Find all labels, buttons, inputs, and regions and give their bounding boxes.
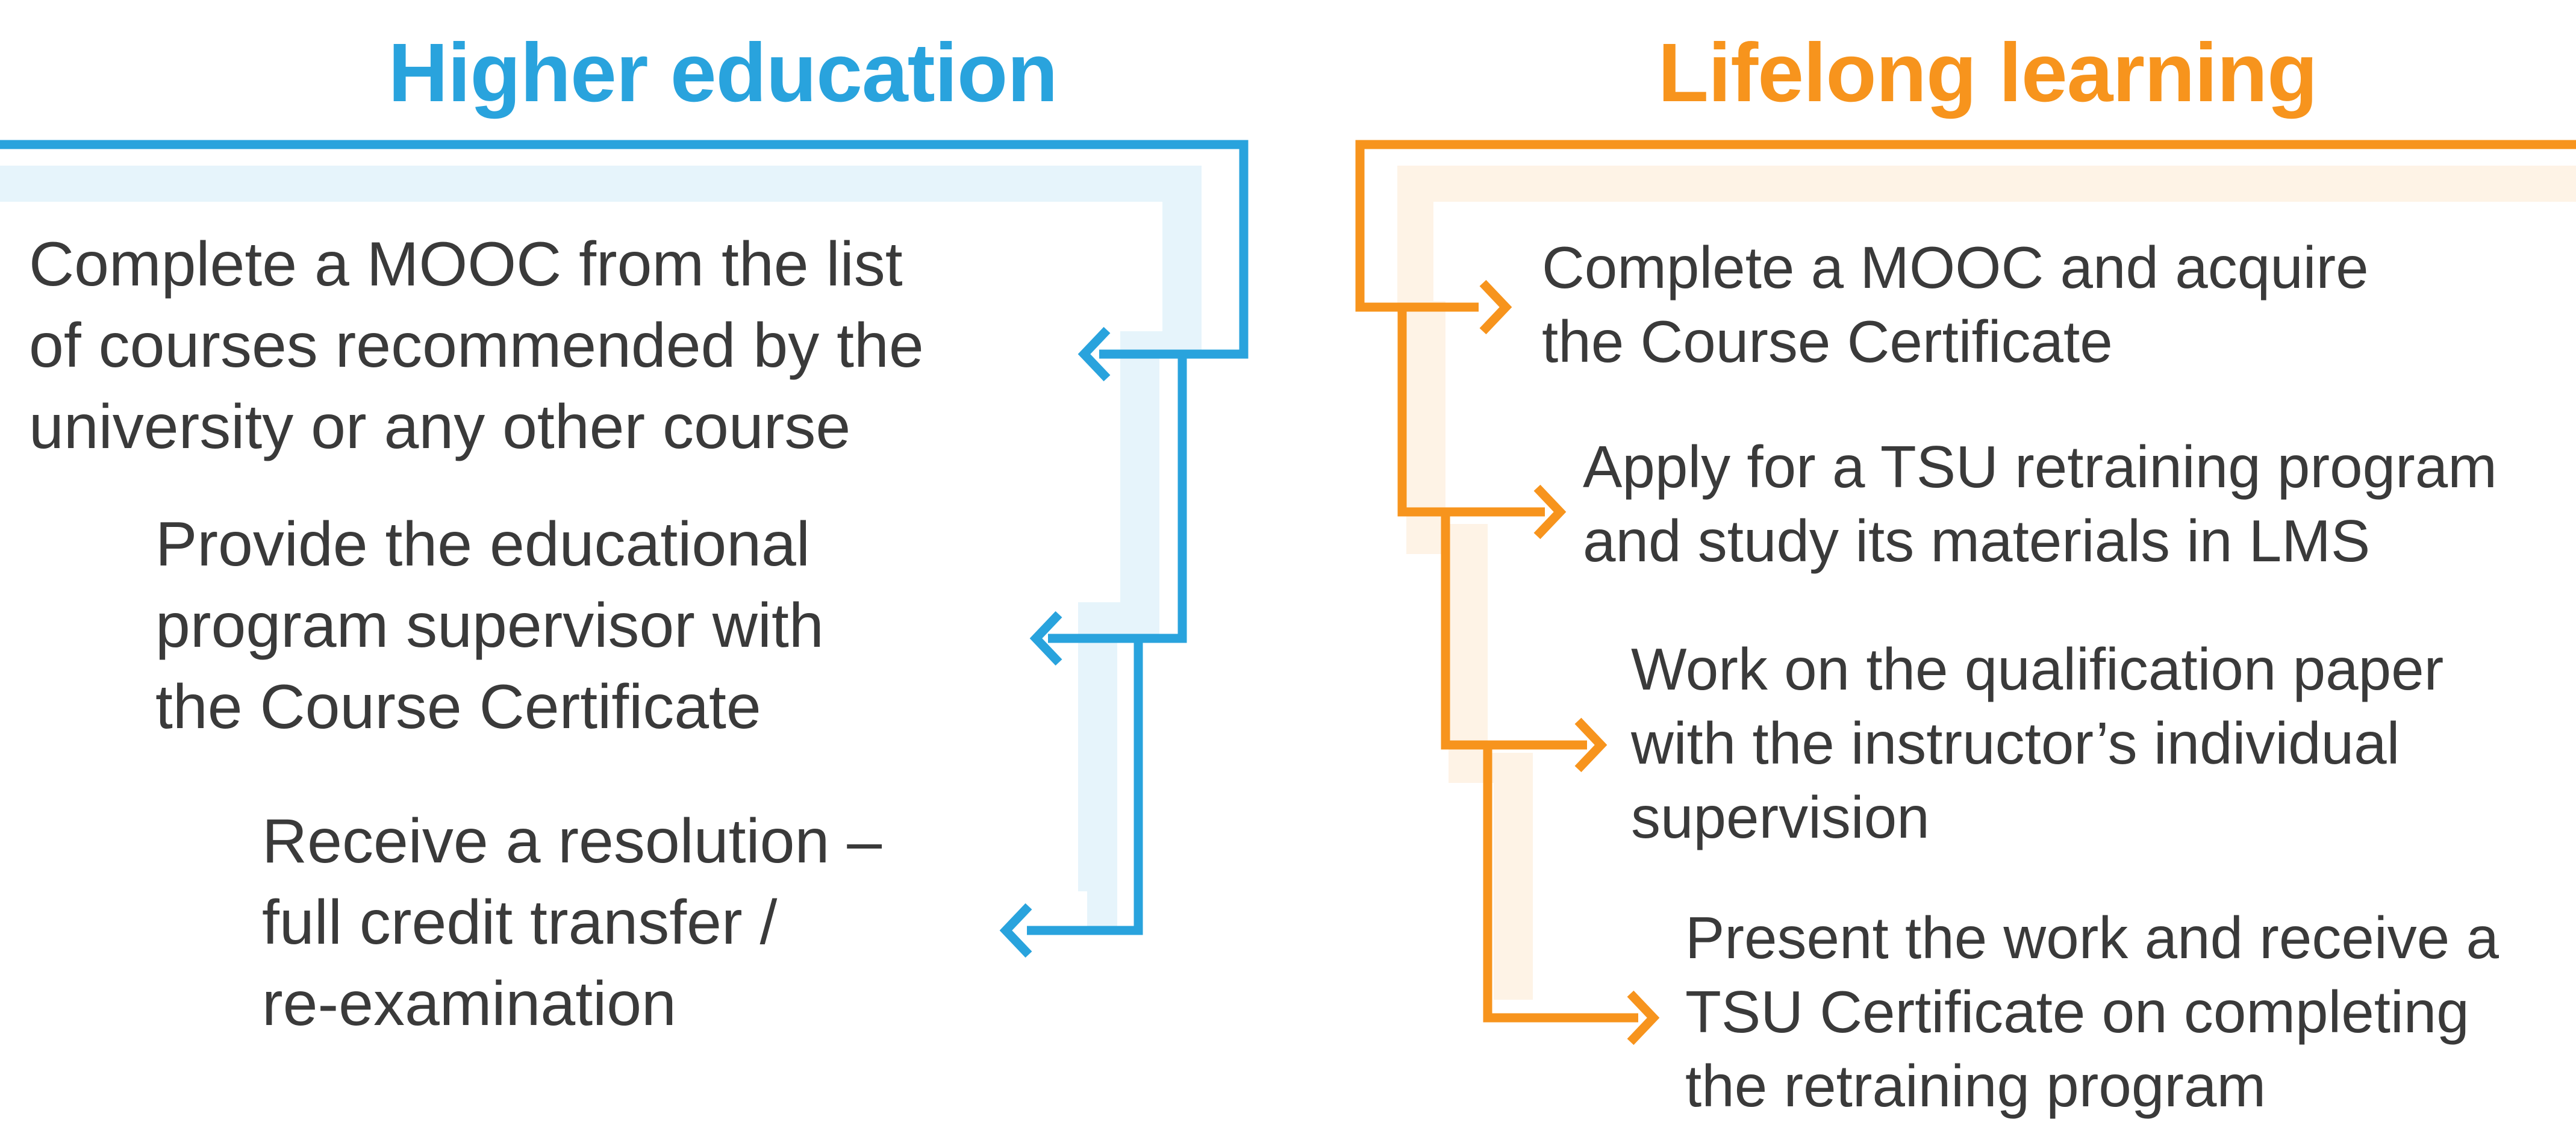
he-arrowhead-3 — [999, 903, 1032, 958]
ll-step-1: Complete a MOOC and acquire the Course C… — [1542, 234, 2369, 375]
higher-education-connectors — [0, 140, 1249, 958]
he-step-3: Receive a resolution – full credit trans… — [262, 806, 882, 1039]
he-shadow-band — [0, 166, 1202, 930]
he-step-2: Provide the educational program supervis… — [155, 509, 824, 742]
ll-arrowhead-3 — [1574, 717, 1608, 773]
ll-connector-chain — [1397, 307, 1638, 1023]
ll-arrowhead-4 — [1627, 990, 1660, 1045]
ll-arrowhead-2 — [1533, 484, 1567, 540]
higher-education-title: Higher education — [388, 26, 1058, 119]
lifelong-learning-connectors — [1355, 140, 2576, 1045]
ll-shadow-band — [1397, 166, 2576, 1000]
he-arrowhead-1 — [1077, 326, 1111, 382]
he-connector-line — [0, 140, 1249, 935]
he-arrowhead-2 — [1029, 611, 1062, 666]
lifelong-learning-title: Lifelong learning — [1658, 26, 2318, 119]
ll-step-3: Work on the qualification paper with the… — [1631, 636, 2444, 850]
ll-step-4: Present the work and receive a TSU Certi… — [1685, 905, 2499, 1119]
ll-step-2: Apply for a TSU retraining program and s… — [1583, 434, 2497, 574]
he-step-1: Complete a MOOC from the list of courses… — [29, 229, 924, 462]
ll-connector-top — [1355, 140, 2576, 312]
ll-arrowhead-1 — [1479, 279, 1512, 335]
